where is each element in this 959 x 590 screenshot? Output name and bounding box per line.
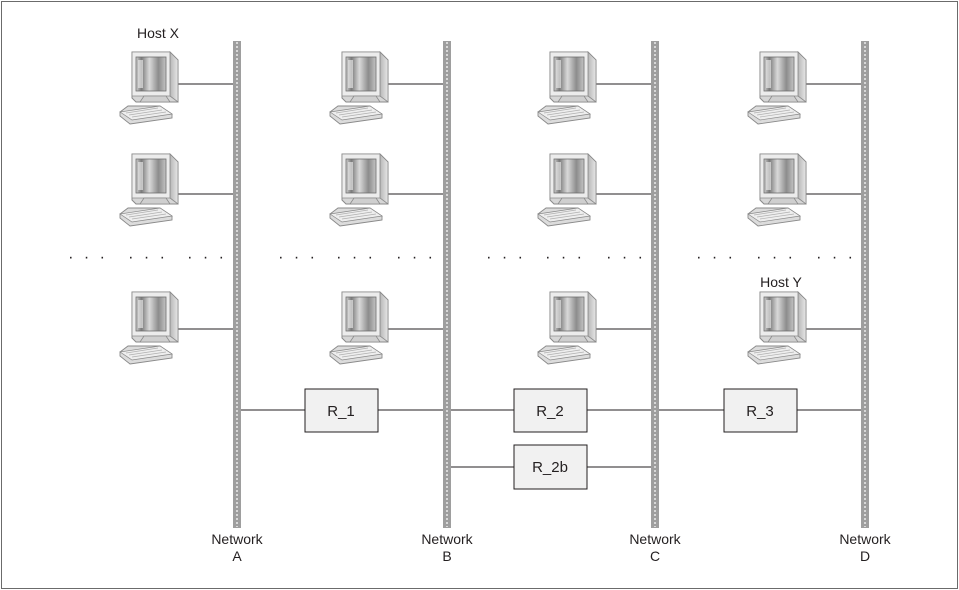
host-x-label: Host X bbox=[137, 25, 180, 41]
network-label-c: Network C bbox=[629, 531, 681, 564]
computer-icon bbox=[119, 51, 179, 125]
ellipsis-row: · · · · · · · · · · · · · · · · · · · · … bbox=[68, 249, 856, 266]
network-label-b: Network B bbox=[421, 531, 473, 564]
router-links bbox=[241, 409, 861, 468]
computer-icon bbox=[747, 153, 807, 227]
ellipsis: · · · bbox=[545, 249, 585, 266]
ellipsis: · · · bbox=[756, 249, 796, 266]
router-label: R_3 bbox=[746, 403, 774, 420]
ellipsis: · · · bbox=[606, 249, 646, 266]
ellipsis: · · · bbox=[336, 249, 376, 266]
network-label-line2: C bbox=[650, 548, 660, 564]
host-links bbox=[178, 83, 861, 330]
ellipsis: · · · bbox=[816, 249, 856, 266]
router-label: R_1 bbox=[327, 403, 355, 420]
network-backbone-b bbox=[443, 41, 451, 528]
computer-icon bbox=[537, 51, 597, 125]
computer-icon bbox=[119, 291, 179, 365]
ellipsis: · · · bbox=[187, 249, 227, 266]
router-r2b: R_2b bbox=[513, 444, 588, 490]
computer-icon bbox=[329, 291, 389, 365]
network-backbone-d bbox=[861, 41, 869, 528]
computer-icon bbox=[537, 153, 597, 227]
network-label-line1: Network bbox=[421, 531, 473, 547]
computer-icon bbox=[329, 51, 389, 125]
computer-icon bbox=[747, 51, 807, 125]
router-r2: R_2 bbox=[513, 388, 588, 433]
network-label-line2: D bbox=[860, 548, 870, 564]
ellipsis: · · · bbox=[278, 249, 318, 266]
computer-icon bbox=[119, 153, 179, 227]
computer-icon bbox=[329, 153, 389, 227]
network-label-line1: Network bbox=[629, 531, 681, 547]
router-label: R_2 bbox=[536, 403, 564, 420]
network-label-d: Network D bbox=[839, 531, 891, 564]
network-label-a: Network A bbox=[211, 531, 263, 564]
network-label-line1: Network bbox=[839, 531, 891, 547]
router-r3: R_3 bbox=[723, 388, 798, 433]
ellipsis: · · · bbox=[396, 249, 436, 266]
computer-icon bbox=[537, 291, 597, 365]
computer-icon bbox=[747, 291, 807, 365]
network-label-line2: A bbox=[232, 548, 242, 564]
ellipsis: · · · bbox=[128, 249, 168, 266]
router-label: R_2b bbox=[532, 459, 568, 476]
ellipsis: · · · bbox=[68, 249, 108, 266]
ellipsis: · · · bbox=[486, 249, 526, 266]
network-backbone-c bbox=[651, 41, 659, 528]
ellipsis: · · · bbox=[696, 249, 736, 266]
network-label-line2: B bbox=[442, 548, 451, 564]
host-y-label: Host Y bbox=[760, 274, 802, 290]
network-label-line1: Network bbox=[211, 531, 263, 547]
router-r1: R_1 bbox=[304, 388, 379, 433]
network-backbone-a bbox=[233, 41, 241, 528]
